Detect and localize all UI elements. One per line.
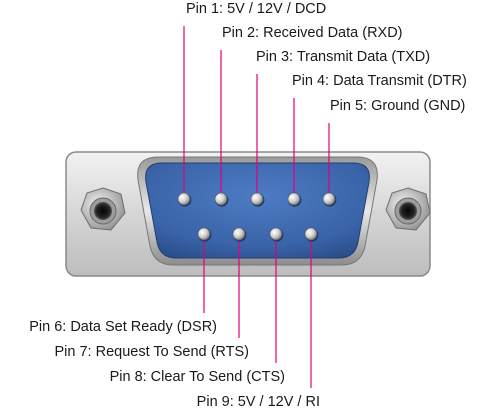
pin-9-socket-icon	[304, 227, 319, 242]
pin-7-label: Pin 7: Request To Send (RTS)	[54, 344, 249, 360]
pin-3-label: Pin 3: Transmit Data (TXD)	[256, 49, 430, 65]
pin-8-label: Pin 8: Clear To Send (CTS)	[110, 369, 285, 385]
pin-1-label: Pin 1: 5V / 12V / DCD	[186, 1, 326, 17]
leader-lines	[183, 26, 330, 388]
pin-labels: Pin 1: 5V / 12V / DCD Pin 2: Received Dat…	[29, 1, 467, 408]
pin-3-socket-icon	[250, 192, 265, 207]
pin-6-label: Pin 6: Data Set Ready (DSR)	[29, 319, 217, 335]
pin-5-socket-icon	[322, 192, 337, 207]
pin-5-label: Pin 5: Ground (GND)	[330, 98, 465, 114]
pin-8-socket-icon	[269, 227, 284, 242]
left-hex-screw-icon	[80, 187, 126, 231]
pin-4-label: Pin 4: Data Transmit (DTR)	[292, 73, 467, 89]
pin-2-label: Pin 2: Received Data (RXD)	[222, 25, 403, 41]
pin-7-socket-icon	[232, 227, 247, 242]
pin-1-socket-icon	[177, 192, 192, 207]
right-hex-screw-icon	[385, 187, 431, 231]
pin-9-label: Pin 9: 5V / 12V / RI	[197, 394, 320, 408]
pin-sockets	[177, 192, 337, 242]
pin-6-socket-icon	[197, 227, 212, 242]
pin-4-socket-icon	[287, 192, 302, 207]
pin-2-socket-icon	[214, 192, 229, 207]
